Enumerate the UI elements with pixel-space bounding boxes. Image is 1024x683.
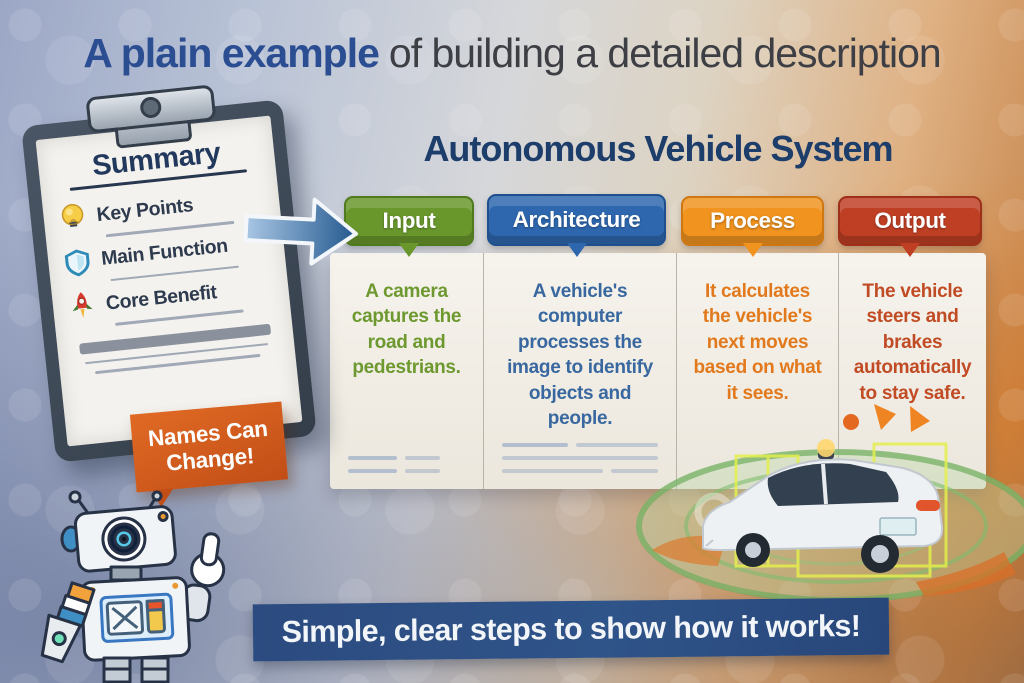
- lightbulb-icon: [61, 203, 84, 228]
- column-output: The vehicle steers and brakes automatica…: [838, 253, 986, 489]
- summary-clipboard: Summary Key Points Main Function: [21, 84, 317, 463]
- clipboard-clip-hole: [139, 95, 163, 119]
- summary-item-core-benefit: Core Benefit: [66, 271, 276, 323]
- placeholder-bar: [79, 323, 271, 355]
- car-body: [702, 439, 944, 573]
- column-output-text: The vehicle steers and brakes automatica…: [853, 281, 972, 404]
- alert-marks-icon: [843, 404, 930, 432]
- summary-item-label: Key Points: [95, 193, 195, 226]
- diagram-heading: Autonomous Vehicle System: [423, 128, 893, 169]
- tab-pointer: [566, 243, 587, 257]
- shield-icon: [64, 249, 90, 276]
- tab-pointer: [399, 243, 419, 257]
- tab-process-label: Process: [710, 208, 795, 233]
- footer-banner: Simple, clear steps to show how it works…: [252, 597, 890, 662]
- tab-pointer: [742, 243, 763, 257]
- column-architecture: A vehicle's computer processes the image…: [483, 253, 676, 489]
- tab-architecture: Architecture: [487, 194, 666, 257]
- page-title-highlight: A plain example: [83, 30, 380, 76]
- summary-item-label: Main Function: [100, 234, 229, 270]
- autonomous-car-illustration: [636, 404, 1024, 603]
- placeholder-line: [94, 353, 261, 374]
- tab-output: Output: [838, 196, 982, 257]
- tab-input-label: Input: [382, 208, 436, 233]
- robot-mascot-illustration: [40, 490, 226, 683]
- tab-input: Input: [344, 196, 474, 257]
- tab-pointer: [900, 243, 920, 257]
- steps-panel: A camera captures the road and pedestria…: [330, 253, 986, 489]
- column-input: A camera captures the road and pedestria…: [330, 253, 483, 489]
- tab-process: Process: [681, 196, 824, 257]
- summary-item-key-points: Key Points: [56, 183, 266, 235]
- column-architecture-text: A vehicle's computer processes the image…: [507, 281, 653, 430]
- footer-banner-text: Simple, clear steps to show how it works…: [281, 608, 861, 650]
- summary-item-main-function: Main Function: [61, 227, 271, 279]
- summary-item-label: Core Benefit: [104, 280, 218, 315]
- flow-arrow-icon: [243, 197, 358, 266]
- tab-architecture-label: Architecture: [512, 207, 641, 232]
- column-input-text: A camera captures the road and pedestria…: [351, 281, 462, 379]
- placeholder-lines: [342, 456, 471, 473]
- column-process: It calculates the vehicle's next moves b…: [676, 253, 838, 489]
- names-can-change-tag: Names Can Change!: [129, 401, 289, 509]
- tab-output-label: Output: [874, 208, 946, 233]
- column-process-text: It calculates the vehicle's next moves b…: [693, 281, 822, 404]
- placeholder-lines: [496, 443, 664, 473]
- names-can-change-label: Names Can Change!: [147, 416, 269, 476]
- page-title-rest: of building a detailed description: [388, 30, 942, 76]
- rocket-icon: [72, 292, 93, 319]
- clipboard-paper: Summary Key Points Main Function: [35, 115, 303, 447]
